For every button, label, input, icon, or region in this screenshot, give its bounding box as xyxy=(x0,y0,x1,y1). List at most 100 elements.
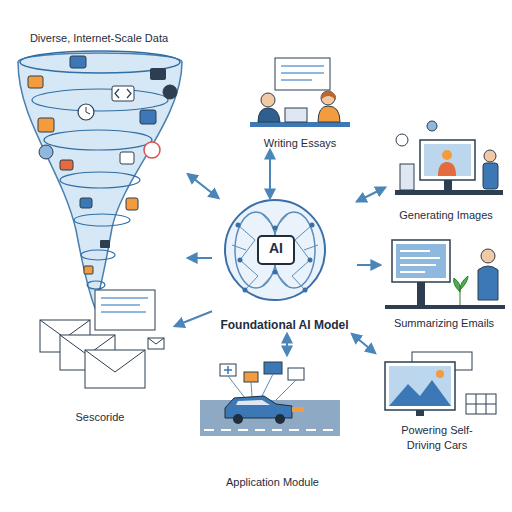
connector-arrow xyxy=(286,334,288,355)
ai-chip xyxy=(258,236,294,264)
illustrated-node: Sescoride xyxy=(35,312,175,428)
network-dot xyxy=(308,258,313,263)
envelope-flap xyxy=(148,338,164,344)
node-label: Application Module xyxy=(195,476,350,490)
network-lines xyxy=(232,214,318,290)
screen xyxy=(396,244,446,278)
app-icon xyxy=(220,364,236,376)
gear-icon xyxy=(39,145,53,159)
illustrated-node: AIFoundational AI Model xyxy=(212,198,357,334)
person-body xyxy=(478,266,498,300)
sun xyxy=(436,370,444,378)
gear-icon xyxy=(163,85,177,99)
network-dot xyxy=(236,223,241,228)
wheel xyxy=(275,414,285,424)
app-icon xyxy=(288,368,304,380)
network-dot xyxy=(243,288,248,293)
app-icon xyxy=(244,372,258,382)
illustrated-node: Writing Essays xyxy=(245,58,355,150)
brain-circle xyxy=(225,200,325,300)
connector-arrow xyxy=(357,188,385,202)
clock-hands xyxy=(86,107,90,114)
swirl xyxy=(74,214,130,226)
ai-brain xyxy=(225,200,325,300)
network-dot xyxy=(238,258,243,263)
chip-label: AI xyxy=(258,239,294,257)
mountains xyxy=(389,380,451,406)
stand xyxy=(444,180,452,190)
funnel xyxy=(18,53,182,308)
data-icon xyxy=(70,56,86,68)
data-icon xyxy=(150,68,166,80)
swirl xyxy=(60,172,140,188)
picture-head xyxy=(442,150,452,160)
monitor xyxy=(420,140,475,180)
desk xyxy=(385,305,505,309)
icon xyxy=(396,134,408,146)
connector-arrow xyxy=(269,150,271,198)
image-scene xyxy=(395,121,503,195)
pc-tower xyxy=(400,164,414,190)
swirl xyxy=(32,89,168,111)
network-dot xyxy=(273,270,278,275)
node-label: Powering Self-Driving Cars xyxy=(391,423,483,453)
plant xyxy=(454,276,468,305)
illustrated-node: Summarizing Emails xyxy=(380,228,508,332)
car-window xyxy=(236,400,270,405)
connector-arrow xyxy=(357,264,380,266)
swirl xyxy=(44,130,152,150)
picture-body xyxy=(438,162,456,176)
illustrated-node: Generating Images xyxy=(385,118,507,224)
screen xyxy=(424,144,471,176)
swirl xyxy=(81,250,115,260)
headlight xyxy=(292,407,304,412)
envelope xyxy=(85,350,145,388)
person-head xyxy=(484,150,496,162)
app-icon xyxy=(264,362,282,374)
node-label: Sescoride xyxy=(35,411,165,425)
data-icon xyxy=(100,240,110,248)
laptop xyxy=(285,108,307,122)
connector-arrow xyxy=(175,311,212,326)
person-head xyxy=(261,93,275,107)
building-grid xyxy=(466,394,496,414)
stand xyxy=(416,410,424,416)
envelope-icon xyxy=(148,338,164,349)
driving-scene xyxy=(385,352,496,416)
paper-lines xyxy=(281,66,324,80)
email-scene xyxy=(385,240,505,309)
car-scene xyxy=(200,362,340,436)
clock-icon xyxy=(144,142,160,158)
icon xyxy=(427,121,437,131)
node-label: Summarizing Emails xyxy=(380,317,508,331)
data-icon xyxy=(28,76,43,88)
document-lines xyxy=(101,298,148,312)
connector-arrow xyxy=(188,257,212,259)
data-icon xyxy=(38,118,54,132)
screen-lines xyxy=(400,251,440,272)
network-dot xyxy=(303,288,308,293)
person-body xyxy=(483,163,498,189)
stand xyxy=(417,282,425,305)
desk xyxy=(250,122,350,127)
building xyxy=(466,394,496,414)
monitor xyxy=(385,362,455,410)
envelope-flap xyxy=(85,350,145,372)
node-label: Writing Essays xyxy=(245,137,355,151)
paper xyxy=(275,58,330,90)
data-tornado xyxy=(18,51,182,308)
code-glyph xyxy=(115,89,131,98)
writing-scene xyxy=(250,58,350,127)
screen xyxy=(389,366,451,406)
data-icon xyxy=(84,266,93,274)
data-icon xyxy=(126,198,138,210)
network-dot xyxy=(310,223,315,228)
doc-icon xyxy=(120,152,134,164)
connector-arrow xyxy=(352,334,375,353)
person-body xyxy=(258,108,280,122)
person-head xyxy=(321,91,335,105)
app-glyph xyxy=(224,366,232,374)
node-label: Generating Images xyxy=(385,209,507,223)
wheel xyxy=(233,414,243,424)
